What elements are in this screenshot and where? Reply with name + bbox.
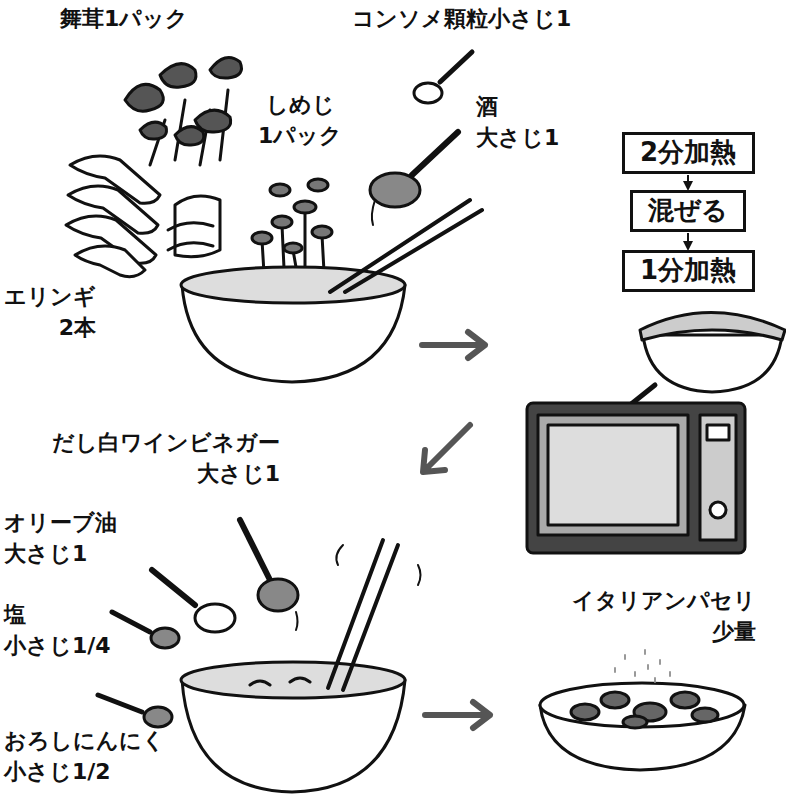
ingredient-label: 塩 小さじ1/4 (4, 600, 111, 662)
ingredient-label: だし白ワインビネガー 大さじ1 (52, 428, 280, 490)
ingredient-label: おろしにんにく 小さじ1/2 (4, 726, 165, 788)
step-box: 2分加熱 (622, 132, 755, 174)
step-box: 1分加熱 (622, 250, 755, 292)
ingredient-label: エリンギ 2本 (4, 282, 96, 344)
step-box: 混ぜる (630, 190, 746, 232)
step-text: 1分加熱 (625, 255, 752, 286)
step-text: 混ぜる (633, 195, 743, 226)
ingredient-label: イタリアンパセリ 少量 (572, 586, 756, 648)
ingredient-label: しめじ 1パック (258, 90, 342, 152)
ingredient-label: オリーブ油 大さじ1 (4, 508, 117, 570)
step-arrow (687, 175, 689, 189)
step-arrow (687, 233, 689, 249)
step-text: 2分加熱 (625, 137, 752, 168)
ingredient-label: 舞茸1パック (60, 4, 188, 35)
ingredient-label: 酒 大さじ1 (476, 92, 559, 154)
ingredient-label: コンソメ顆粒小さじ1 (352, 4, 571, 35)
